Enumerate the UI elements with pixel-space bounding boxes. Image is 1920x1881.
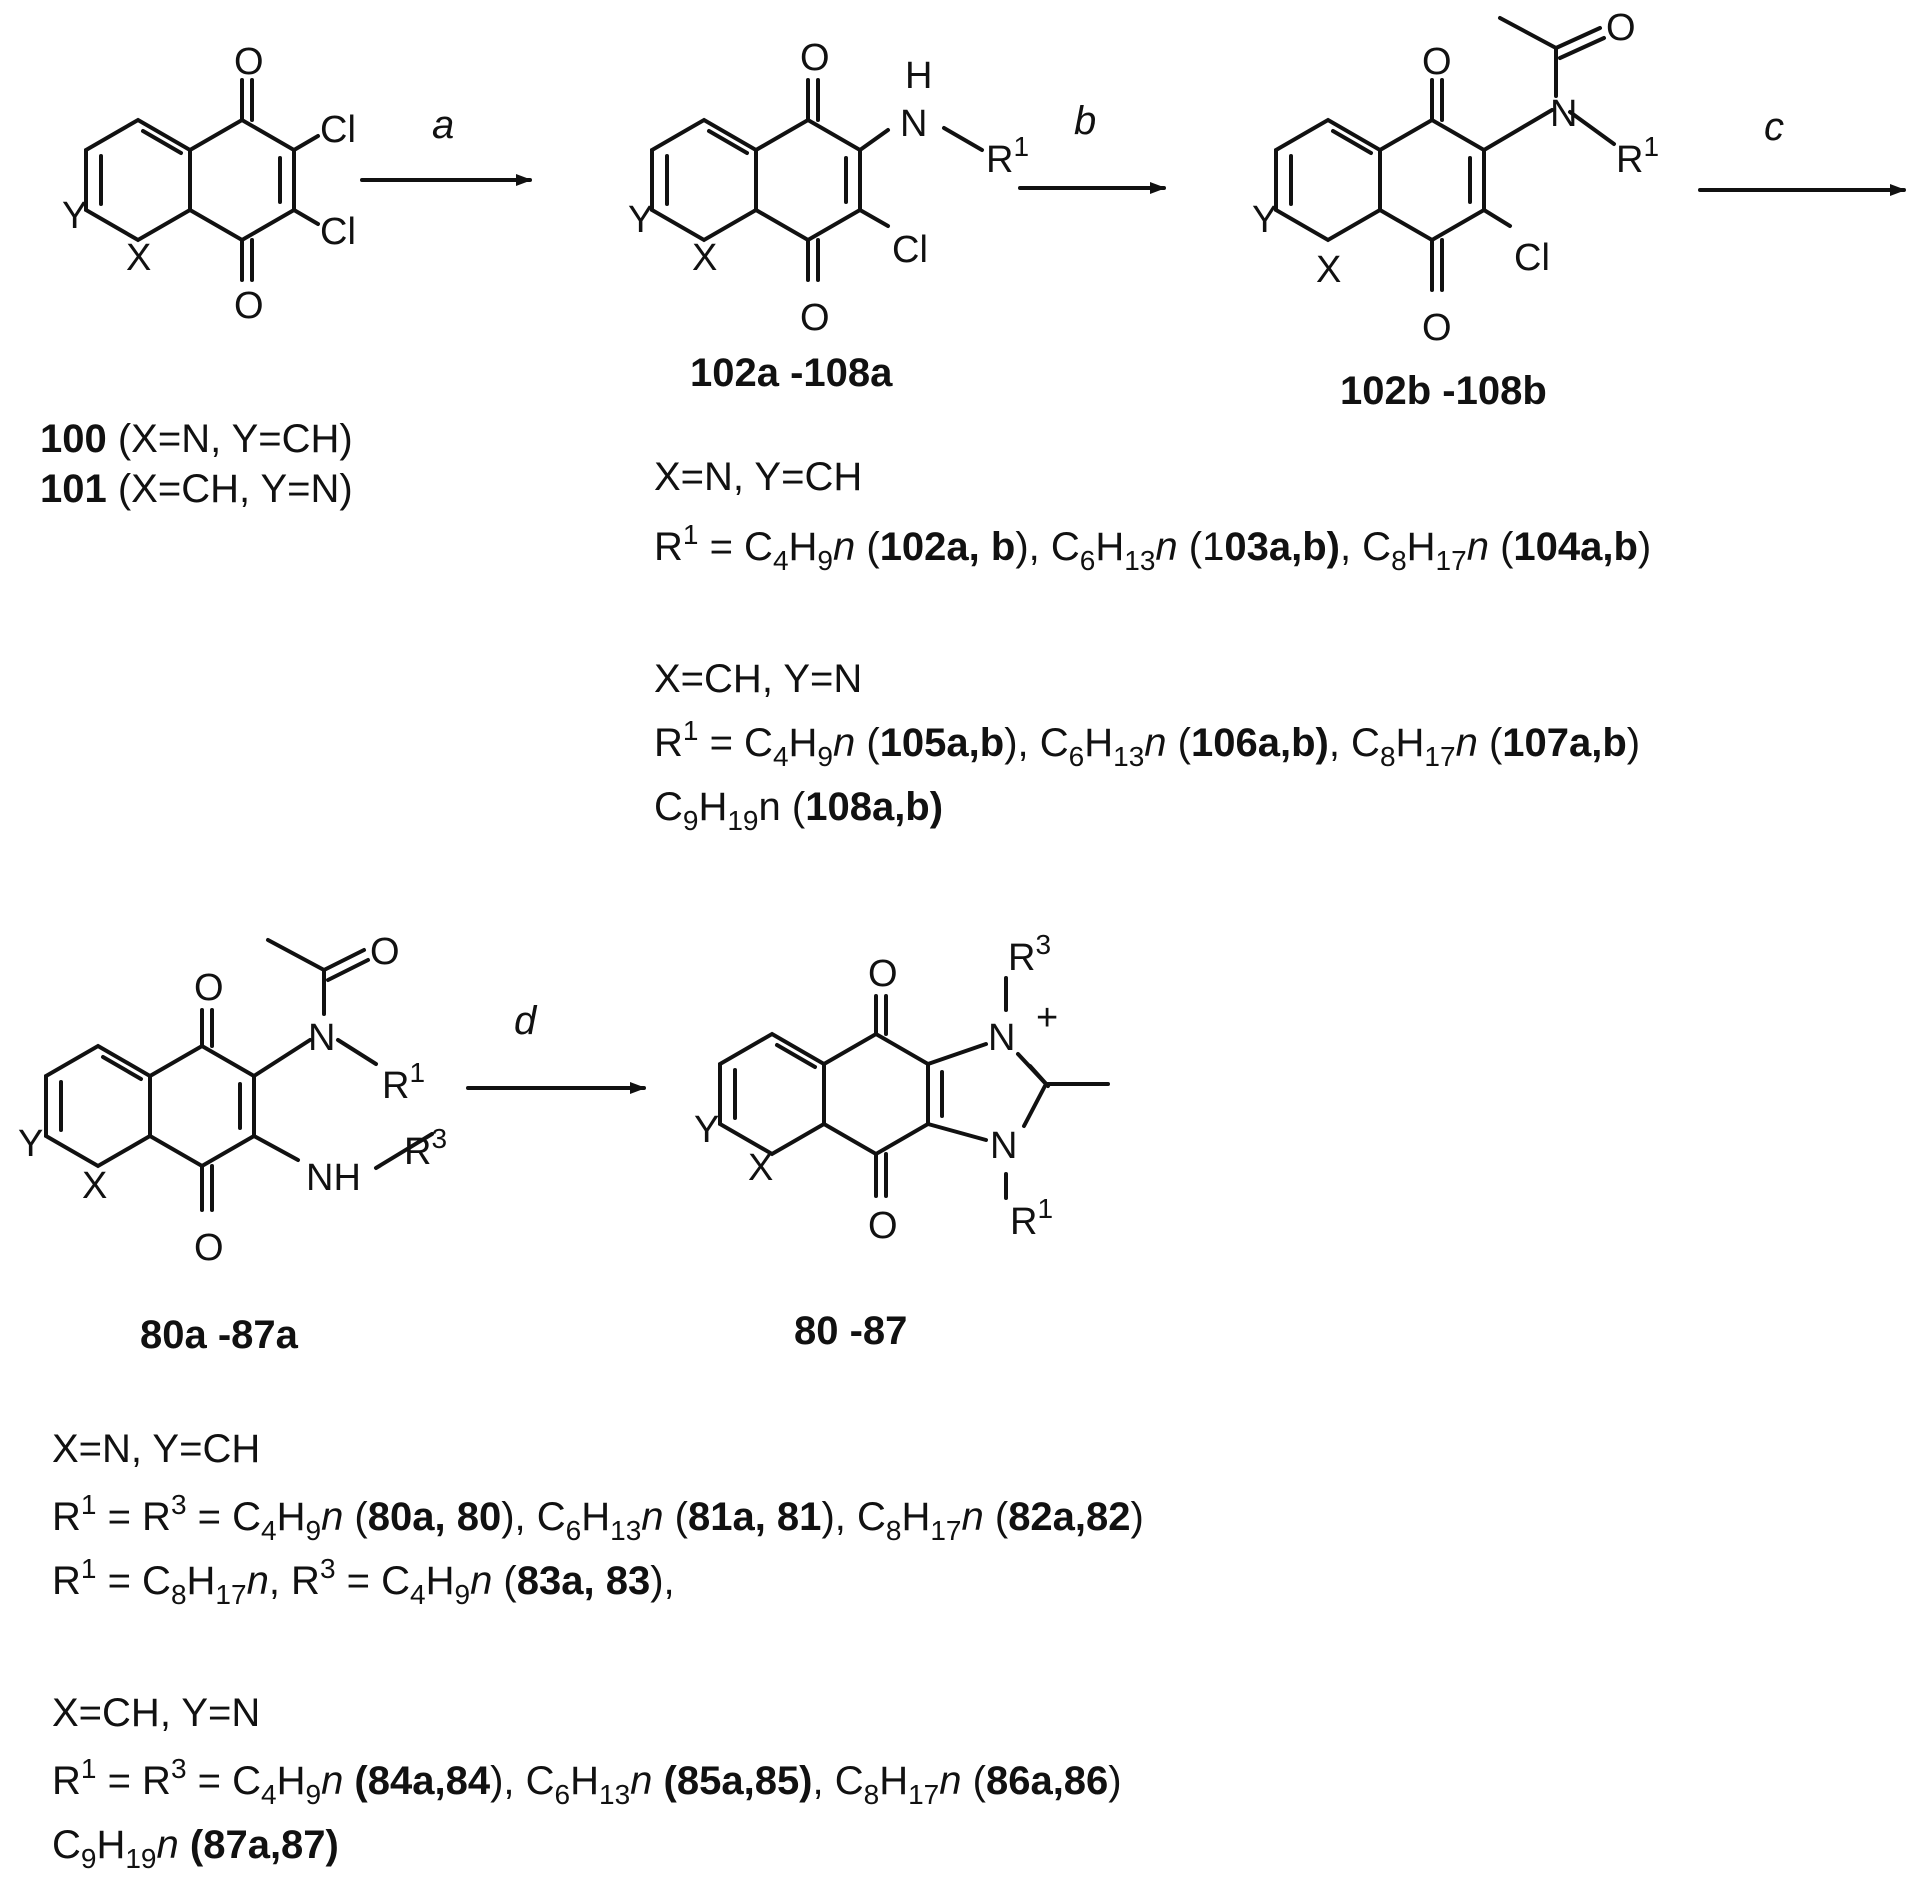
nh-group: NH: [306, 1157, 361, 1199]
structure-product: O O N + N R3 R1 Y X: [694, 929, 1110, 1247]
structure-amine: O O N H R1 Cl Y X: [628, 37, 1029, 339]
oxo-bottom-atom: O: [234, 285, 264, 327]
x-atom: X: [82, 1165, 107, 1207]
legend-bottom-r-line-3: R1 = R3 = C4H9n (84a,84), C6H13n (85a,85…: [52, 1753, 1122, 1810]
oxo-top-atom: O: [194, 967, 224, 1009]
compound-label-amine: 102a -108a: [690, 351, 893, 395]
legend-bottom-condition-1: X=N, Y=CH: [52, 1427, 260, 1471]
legend-top-r-line-2: R1 = C4H9n (105a,b), C6H13n (106a,b), C8…: [654, 715, 1640, 772]
chloro-atom: Cl: [892, 229, 928, 271]
legend-top-extra-2: C9H19n (108a,b): [654, 785, 943, 836]
x-atom: X: [126, 237, 151, 279]
oxo-top-atom: O: [234, 41, 264, 83]
legend-top: X=N, Y=CH R1 = C4H9n (102a, b), C6H13n (…: [654, 455, 1651, 836]
reagent-b-label: b: [1074, 99, 1096, 143]
y-atom: Y: [628, 199, 653, 241]
oxo-top-atom: O: [800, 37, 830, 79]
oxo-bottom-atom: O: [868, 1205, 898, 1247]
r1-group: R1: [1616, 131, 1659, 181]
legend-bottom-r-line-1: R1 = R3 = C4H9n (80a, 80), C6H13n (81a, …: [52, 1489, 1144, 1546]
x-atom: X: [748, 1147, 773, 1189]
oxo-top-atom: O: [1422, 41, 1452, 83]
r1-group: R1: [986, 131, 1029, 181]
x-atom: X: [692, 237, 717, 279]
nitrogen-atom: N: [990, 1125, 1017, 1167]
r3-group: R3: [1008, 929, 1051, 979]
reagent-c-label: c: [1764, 105, 1784, 149]
nitrogen-atom: N: [1550, 93, 1577, 135]
acetyl-oxygen-atom: O: [370, 931, 400, 973]
y-atom: Y: [694, 1109, 719, 1151]
y-atom: Y: [62, 195, 87, 237]
compound-label-101: 101 (X=CH, Y=N): [40, 467, 353, 511]
nitrogen-atom: N: [308, 1017, 335, 1059]
r1-group: R1: [382, 1057, 425, 1107]
legend-bottom-condition-2: X=CH, Y=N: [52, 1691, 260, 1735]
oxo-bottom-atom: O: [194, 1227, 224, 1269]
reagent-d-label: d: [514, 999, 538, 1043]
legend-bottom-extra-2: C9H19n (87a,87): [52, 1823, 339, 1874]
positive-charge: +: [1036, 997, 1058, 1039]
chloro-top-atom: Cl: [320, 109, 356, 151]
legend-top-condition-1: X=N, Y=CH: [654, 455, 862, 499]
acetyl-oxygen-atom: O: [1606, 7, 1636, 49]
compound-label-100: 100 (X=N, Y=CH): [40, 417, 353, 461]
oxo-bottom-atom: O: [1422, 307, 1452, 349]
r1-group: R1: [1010, 1193, 1053, 1243]
structure-amide: O O O N R1 Cl Y X: [1252, 7, 1659, 349]
oxo-bottom-atom: O: [800, 297, 830, 339]
legend-bottom: X=N, Y=CH R1 = R3 = C4H9n (80a, 80), C6H…: [52, 1427, 1144, 1874]
chloro-atom: Cl: [1514, 237, 1550, 279]
legend-bottom-r-line-2: R1 = C8H17n, R3 = C4H9n (83a, 83),: [52, 1553, 675, 1610]
chloro-bottom-atom: Cl: [320, 211, 356, 253]
oxo-top-atom: O: [868, 953, 898, 995]
nitrogen-atom: N: [900, 103, 927, 145]
legend-top-r-line-1: R1 = C4H9n (102a, b), C6H13n (103a,b), C…: [654, 519, 1651, 576]
structure-diamine: O O O N R1 NH R3 Y X: [18, 931, 447, 1269]
y-atom: Y: [18, 1123, 43, 1165]
structure-start-quinone: O O Cl Cl Y X: [62, 41, 356, 327]
compound-label-product: 80 -87: [794, 1309, 907, 1353]
cationic-nitrogen-atom: N: [988, 1017, 1015, 1059]
x-atom: X: [1316, 249, 1341, 291]
hydrogen-atom: H: [905, 55, 932, 97]
y-atom: Y: [1252, 199, 1277, 241]
compound-label-amide: 102b -108b: [1340, 369, 1547, 413]
legend-top-condition-2: X=CH, Y=N: [654, 657, 862, 701]
compound-label-diamine: 80a -87a: [140, 1313, 299, 1357]
reagent-a-label: a: [432, 103, 454, 147]
r3-group: R3: [404, 1123, 447, 1173]
